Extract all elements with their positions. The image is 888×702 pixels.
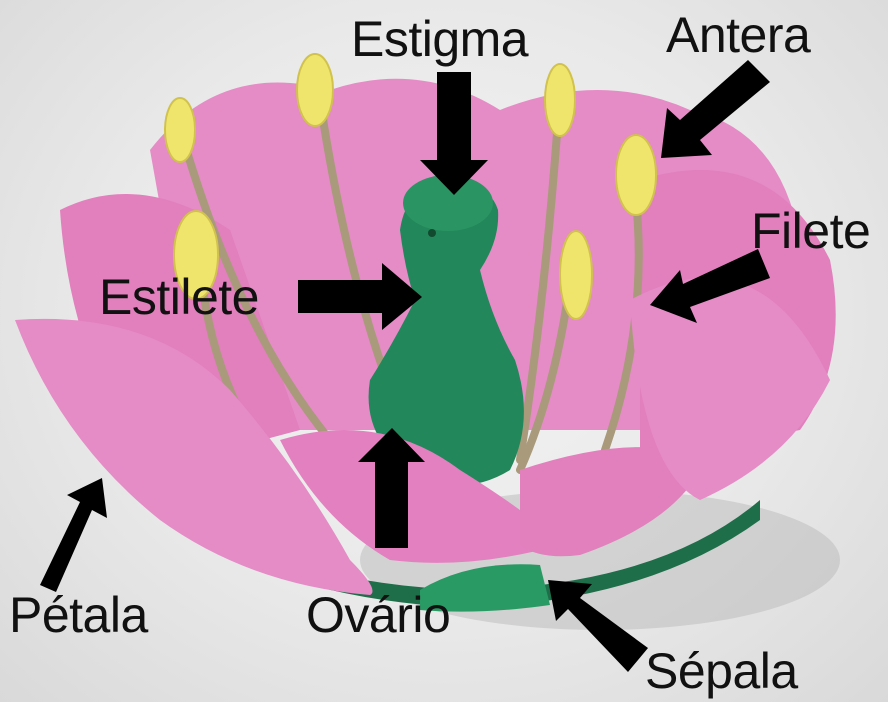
- label-petala: Pétala: [9, 590, 148, 640]
- label-sepala: Sépala: [645, 646, 798, 696]
- arrow-petala: [40, 478, 107, 592]
- label-filete: Filete: [751, 206, 870, 256]
- label-estigma: Estigma: [351, 14, 528, 64]
- label-estilete: Estilete: [99, 272, 259, 322]
- label-antera: Antera: [666, 10, 810, 60]
- label-ovario: Ovário: [306, 590, 450, 640]
